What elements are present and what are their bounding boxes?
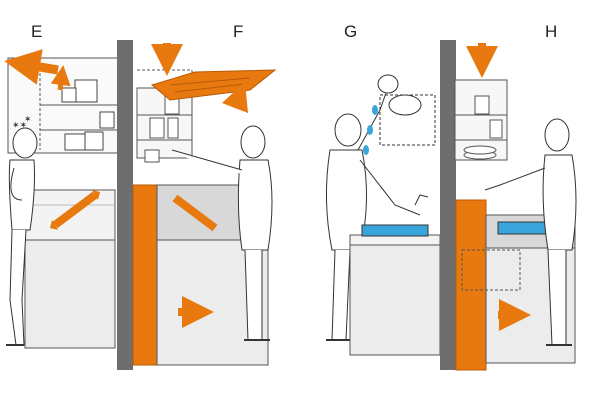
svg-text:✶: ✶ (24, 115, 32, 125)
figure-person-e (6, 127, 38, 346)
arrow-counter-depth-right (172, 194, 218, 232)
sink-counter-left (349, 194, 441, 356)
dish-cabinet (454, 79, 508, 161)
arrow-counter-depth-left (52, 191, 98, 229)
divider-wall-left (117, 40, 133, 370)
confusion-stars: ✶✶ ✶ (12, 115, 32, 131)
panel-label-g: G (344, 22, 358, 41)
arrow-head (92, 190, 100, 200)
dish-flow-arrows (461, 249, 521, 291)
water-drops (363, 105, 378, 155)
arrow-reach-out (4, 49, 59, 85)
figure-person-f (171, 125, 273, 341)
figure-person-h (484, 118, 577, 346)
storage-boxes-left (61, 79, 115, 151)
arrow-door-up (221, 81, 249, 114)
divider-wall-right (440, 40, 456, 370)
drying-rack (379, 94, 436, 146)
panel-label-f: F (233, 22, 244, 41)
arrow-head (50, 220, 58, 230)
arrow-small-up (50, 65, 71, 91)
plate-icon (377, 74, 399, 94)
panel-label-e: E (31, 22, 43, 41)
panel-label-h: H (545, 22, 558, 41)
upper-cabinet-right (136, 69, 193, 163)
lift-up-door (150, 69, 277, 101)
figure-person-g (325, 89, 421, 341)
svg-text:✶✶: ✶✶ (12, 121, 27, 131)
